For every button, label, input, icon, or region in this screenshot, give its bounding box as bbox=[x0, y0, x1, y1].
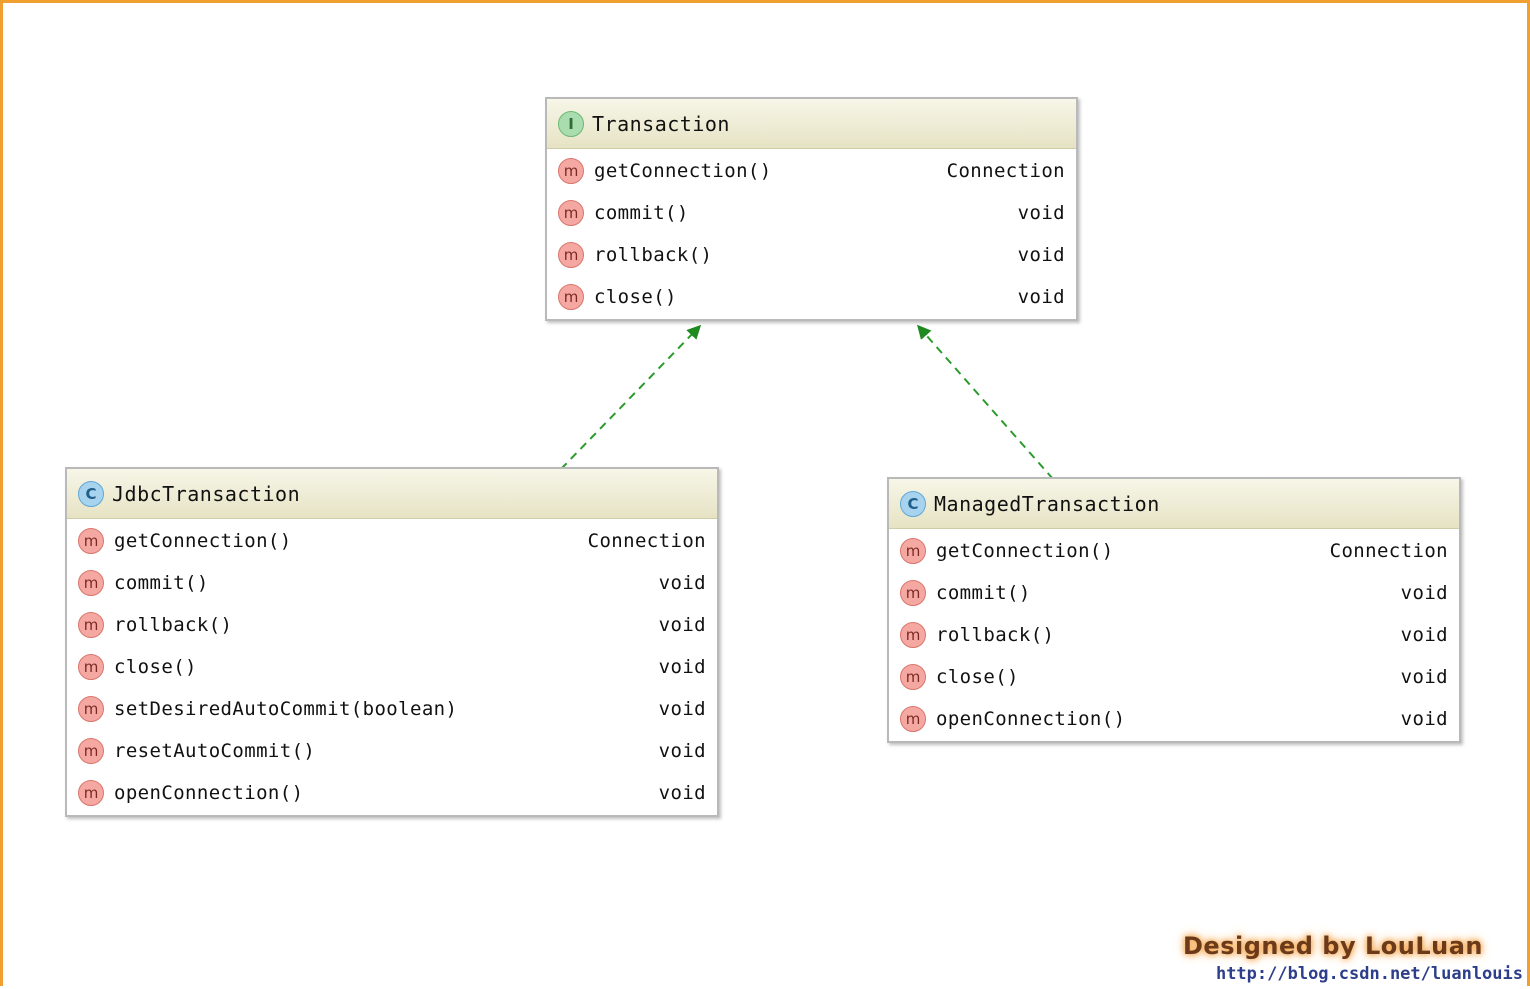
managed-transaction-title: ManagedTransaction bbox=[934, 491, 1160, 516]
method-name: openConnection() bbox=[114, 782, 304, 804]
method-row[interactable]: m close() void bbox=[889, 656, 1459, 698]
method-return-type: void bbox=[1017, 202, 1065, 224]
class-icon: C bbox=[78, 480, 104, 507]
method-row[interactable]: m commit() void bbox=[67, 562, 717, 604]
transaction-interface-box[interactable]: I Transaction m getConnection() Connection… bbox=[545, 97, 1078, 321]
jdbc-transaction-header[interactable]: C JdbcTransaction bbox=[67, 469, 717, 519]
method-return-type: void bbox=[1400, 666, 1448, 688]
method-name: setDesiredAutoCommit(boolean) bbox=[114, 698, 458, 720]
method-name: getConnection() bbox=[936, 540, 1114, 562]
method-row[interactable]: m close() void bbox=[547, 276, 1076, 318]
method-name: getConnection() bbox=[594, 160, 772, 182]
method-name: rollback() bbox=[114, 614, 233, 636]
method-name: commit() bbox=[114, 572, 209, 594]
class-icon: C bbox=[900, 490, 926, 517]
method-name: openConnection() bbox=[936, 708, 1126, 730]
method-row[interactable]: m rollback() void bbox=[547, 234, 1076, 276]
method-name: getConnection() bbox=[114, 530, 292, 552]
method-return-type: Connection bbox=[1329, 540, 1448, 562]
method-row[interactable]: m rollback() void bbox=[889, 614, 1459, 656]
managed-transaction-header[interactable]: C ManagedTransaction bbox=[889, 479, 1459, 529]
method-return-type: void bbox=[1400, 582, 1448, 604]
method-name: commit() bbox=[936, 582, 1031, 604]
designer-credit: Designed by LouLuan bbox=[1183, 932, 1483, 960]
method-name: commit() bbox=[594, 202, 689, 224]
method-name: rollback() bbox=[936, 624, 1055, 646]
method-row[interactable]: m commit() void bbox=[547, 192, 1076, 234]
method-return-type: void bbox=[658, 782, 706, 804]
method-row[interactable]: m getConnection() Connection bbox=[67, 520, 717, 562]
method-icon: m bbox=[78, 528, 104, 554]
realization-arrow-jdbc bbox=[560, 324, 702, 470]
transaction-title: Transaction bbox=[592, 111, 730, 136]
method-name: close() bbox=[594, 286, 677, 308]
method-name: resetAutoCommit() bbox=[114, 740, 316, 762]
transaction-header[interactable]: I Transaction bbox=[547, 99, 1076, 149]
method-icon: m bbox=[558, 200, 584, 226]
method-return-type: void bbox=[1400, 708, 1448, 730]
method-return-type: void bbox=[658, 740, 706, 762]
method-icon: m bbox=[78, 738, 104, 764]
method-row[interactable]: m getConnection() Connection bbox=[547, 150, 1076, 192]
method-icon: m bbox=[78, 696, 104, 722]
method-icon: m bbox=[900, 622, 926, 648]
method-icon: m bbox=[78, 570, 104, 596]
method-row[interactable]: m resetAutoCommit() void bbox=[67, 730, 717, 772]
managed-transaction-class-box[interactable]: C ManagedTransaction m getConnection() Con… bbox=[887, 477, 1461, 743]
method-icon: m bbox=[558, 284, 584, 310]
method-icon: m bbox=[558, 158, 584, 184]
method-icon: m bbox=[900, 664, 926, 690]
method-return-type: Connection bbox=[946, 160, 1065, 182]
method-icon: m bbox=[558, 242, 584, 268]
method-row[interactable]: m openConnection() void bbox=[889, 698, 1459, 740]
method-return-type: void bbox=[1017, 286, 1065, 308]
method-name: rollback() bbox=[594, 244, 713, 266]
method-return-type: void bbox=[658, 656, 706, 678]
method-row[interactable]: m setDesiredAutoCommit(boolean) void bbox=[67, 688, 717, 730]
method-row[interactable]: m rollback() void bbox=[67, 604, 717, 646]
method-return-type: void bbox=[1017, 244, 1065, 266]
realization-connectors bbox=[560, 324, 1054, 480]
method-icon: m bbox=[78, 612, 104, 638]
method-row[interactable]: m close() void bbox=[67, 646, 717, 688]
realization-arrow-managed bbox=[917, 324, 1054, 480]
method-return-type: Connection bbox=[587, 530, 706, 552]
method-icon: m bbox=[78, 780, 104, 806]
method-row[interactable]: m openConnection() void bbox=[67, 772, 717, 814]
method-row[interactable]: m commit() void bbox=[889, 572, 1459, 614]
method-icon: m bbox=[900, 580, 926, 606]
method-icon: m bbox=[78, 654, 104, 680]
method-return-type: void bbox=[658, 698, 706, 720]
method-row[interactable]: m getConnection() Connection bbox=[889, 530, 1459, 572]
method-icon: m bbox=[900, 538, 926, 564]
method-name: close() bbox=[114, 656, 197, 678]
jdbc-transaction-title: JdbcTransaction bbox=[112, 481, 301, 506]
method-name: close() bbox=[936, 666, 1019, 688]
blog-url: http://blog.csdn.net/luanlouis bbox=[1215, 964, 1523, 984]
method-icon: m bbox=[900, 706, 926, 732]
method-return-type: void bbox=[658, 614, 706, 636]
method-return-type: void bbox=[658, 572, 706, 594]
jdbc-transaction-class-box[interactable]: C JdbcTransaction m getConnection() Connec… bbox=[65, 467, 719, 817]
interface-icon: I bbox=[558, 110, 584, 137]
method-return-type: void bbox=[1400, 624, 1448, 646]
